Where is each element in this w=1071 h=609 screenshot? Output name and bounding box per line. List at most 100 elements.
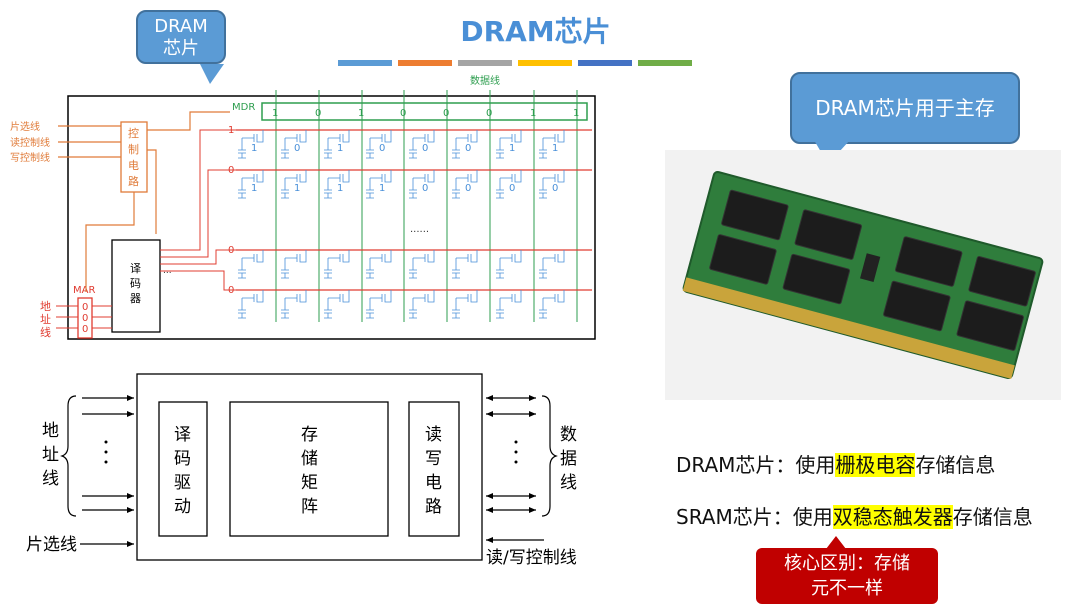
arrow-head [486,537,493,543]
dram-info-highlight: 栅极电容 [835,453,915,477]
cell-bit: 0 [465,143,471,154]
cell-bit: 0 [552,183,558,194]
mar-bit: 0 [82,313,88,324]
control-char: 电 [128,159,139,172]
ellipsis-dot [105,451,108,454]
core-note-line1: 核心区别：存储 [756,551,938,576]
decoder-label: 译码器 [130,262,141,305]
cell-bit: 1 [552,143,558,154]
mar-bits: 000 [82,302,88,335]
arrow-head [486,493,493,499]
data-brace [542,396,556,516]
decoder-driver-char: 码 [174,449,191,469]
arrow-head [529,411,536,417]
ellipsis-dot [105,441,108,444]
arrow-head [529,507,536,513]
address-char: 地 [40,300,51,313]
sram-info-suffix: 存储信息 [953,505,1033,529]
address-brace [62,396,76,516]
arrow-head [127,507,134,513]
cell-bit: 0 [294,143,300,154]
arrow-head [127,411,134,417]
decoder-char: 译 [130,262,141,275]
ellipsis-dot [515,451,518,454]
dram-info-suffix: 存储信息 [915,453,995,477]
ram-module-photo [665,150,1061,400]
block-data-char: 数 [560,425,577,445]
address-line-label: 地址线 [40,300,51,339]
arrow-head [127,395,134,401]
cell-bit: 1 [294,183,300,194]
block-address-char: 址 [42,445,59,465]
cell-bit: 0 [379,143,385,154]
ellipsis-dot [515,441,518,444]
core-difference-note: 核心区别：存储 元不一样 [756,548,938,604]
block-data-label: 数据线 [560,425,577,493]
block-address-char: 线 [42,469,59,489]
cell-bit: 1 [509,143,515,154]
sram-info-line: SRAM芯片：使用双稳态触发器存储信息 [676,501,1033,530]
control-char: 路 [128,175,139,188]
arrow-head [127,493,134,499]
cell-bit: 0 [422,183,428,194]
dram-info-line: DRAM芯片：使用栅极电容存储信息 [676,449,995,478]
mar-bit: 0 [82,302,88,313]
address-char: 址 [40,312,51,326]
storage-array-char: 储 [301,449,318,469]
decoder-driver-char: 译 [174,425,191,445]
mdr-bit: 0 [486,108,492,119]
storage-array-char: 阵 [301,497,318,517]
signal-label: 写控制线 [10,151,50,164]
mdr-bit: 0 [443,108,449,119]
ram-module-illustration [665,150,1061,400]
main-memory-callout: DRAM芯片用于主存 [790,72,1020,144]
signal-label: 片选线 [10,120,40,133]
main-memory-callout-text: DRAM芯片用于主存 [815,96,994,120]
mdr-bit: 1 [358,108,364,119]
ellipsis-dot [515,461,518,464]
arrow-head [529,493,536,499]
rw-circuit-char: 路 [425,497,442,517]
signal-label: 读控制线 [10,136,50,149]
rw-circuit-char: 电 [425,473,442,493]
cell-bit: 1 [379,183,385,194]
arrow-head [486,507,493,513]
mdr-bit: 0 [315,108,321,119]
mdr-bit: 1 [530,108,536,119]
mdr-bit: 0 [400,108,406,119]
decoder-char: 器 [130,292,141,305]
arrow-head [486,411,493,417]
control-char: 控 [128,126,139,140]
cell-bit: 0 [465,183,471,194]
cell-bit: 0 [422,143,428,154]
decoder-driver-char: 动 [174,497,191,517]
mdr-bit: 1 [573,108,579,119]
ellipsis-dot [105,461,108,464]
core-note-line2: 元不一样 [756,576,938,601]
mdr-bit: 1 [272,108,278,119]
cell-bit: 1 [337,183,343,194]
rw-circuit-char: 写 [425,449,442,469]
middle-dots: ...... [410,224,429,235]
decoder-driver-char: 驱 [174,473,191,493]
data-line-label: 数据线 [470,74,500,87]
rw-circuit-char: 读 [425,425,442,445]
arrow-head [486,395,493,401]
mar-bit: 0 [82,324,88,335]
block-address-label: 地址线 [42,421,59,489]
chip-select-label: 片选线 [26,535,77,555]
mar-label: MAR [73,285,95,296]
sram-info-highlight: 双稳态触发器 [833,505,953,529]
cell-bit: 1 [337,143,343,154]
block-address-char: 地 [42,421,59,441]
storage-array-char: 矩 [301,473,318,493]
block-data-char: 据 [560,449,577,469]
arrow-head [529,395,536,401]
rw-control-label: 读/写控制线 [486,548,577,568]
mdr-label: MDR [232,102,255,113]
block-data-char: 线 [560,473,577,493]
address-char: 线 [40,325,51,339]
sram-info-prefix: SRAM芯片：使用 [676,505,833,529]
